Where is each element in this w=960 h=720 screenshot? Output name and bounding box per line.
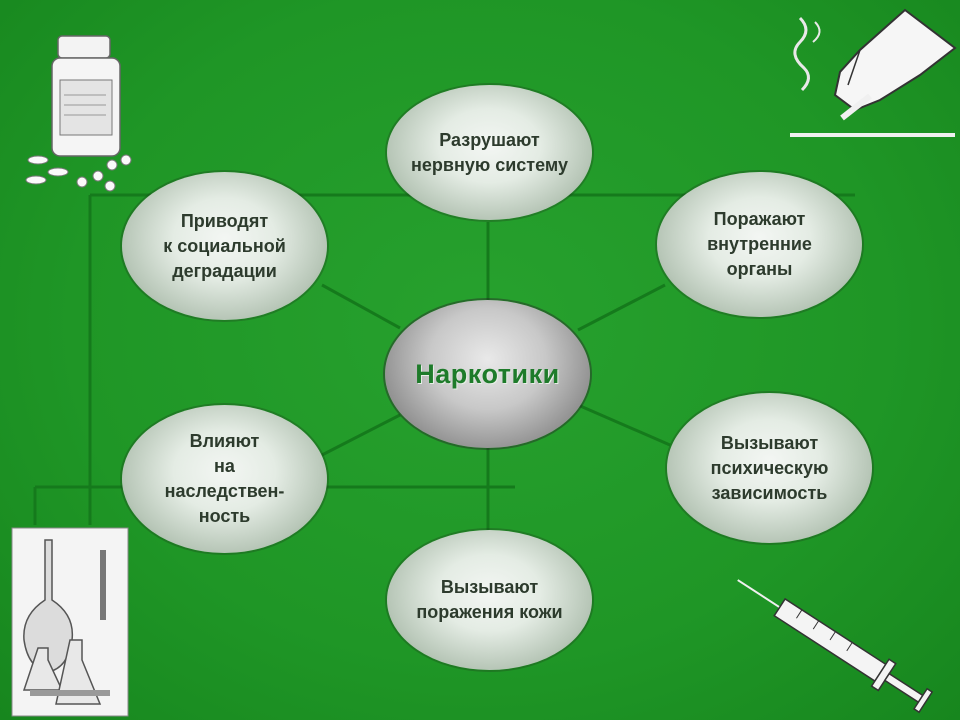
- pill-bottle-icon: [25, 35, 132, 192]
- node-label: Влияют на наследствен- ность: [164, 431, 285, 526]
- node-label: Вызывают психическую зависимость: [710, 432, 829, 503]
- central-node: Наркотики: [385, 300, 590, 448]
- node-psychological-dependence: Вызывают психическую зависимость: [667, 393, 872, 543]
- node-social-degradation: Приводят к социальной деградации: [122, 172, 327, 320]
- node-nervous-system: Разрушают нервную систему: [387, 85, 592, 220]
- node-label: Поражают внутренние органы: [707, 209, 812, 279]
- node-internal-organs: Поражают внутренние органы: [657, 172, 862, 317]
- node-label: Разрушают нервную систему: [411, 129, 568, 175]
- syringe-icon: [737, 579, 934, 714]
- central-node-label: Наркотики: [415, 359, 560, 389]
- hand-cigarette-icon: [790, 8, 957, 137]
- node-label: Вызывают поражения кожи: [416, 577, 563, 622]
- node-label: Приводят к социальной деградации: [163, 210, 286, 281]
- node-skin-damage: Вызывают поражения кожи: [387, 530, 592, 670]
- node-heredity: Влияют на наследствен- ность: [122, 405, 327, 553]
- lab-flasks-icon: [11, 527, 129, 717]
- connector-lines: [321, 222, 671, 530]
